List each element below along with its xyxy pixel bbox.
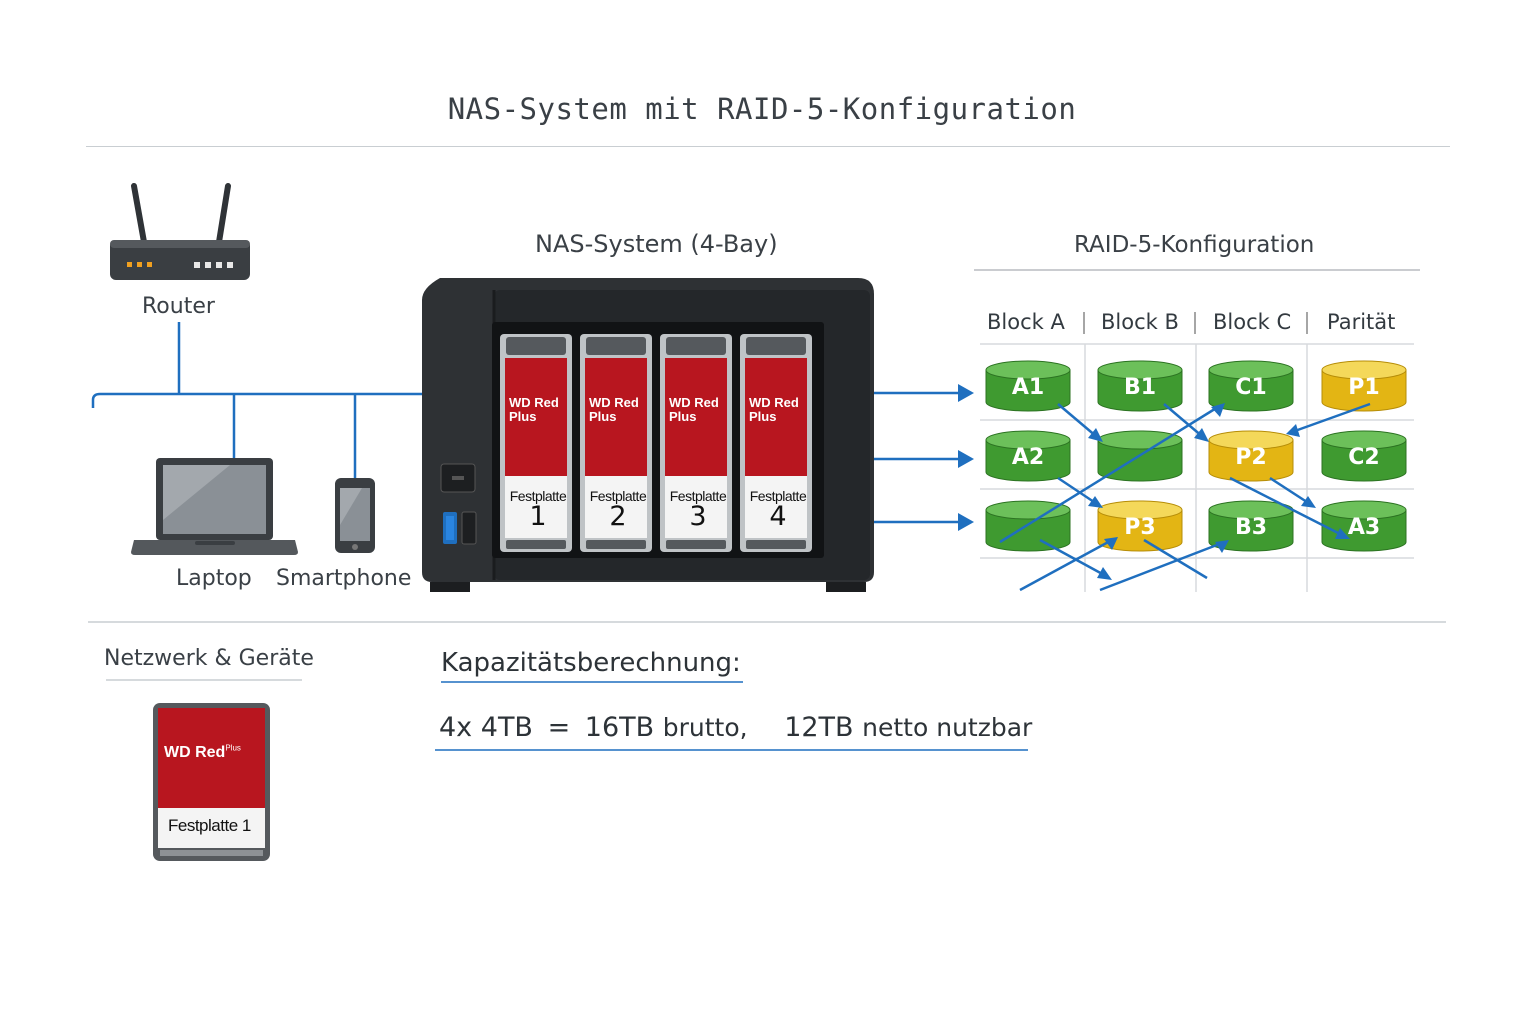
bay-2-brand: WD Red: [589, 395, 639, 410]
capacity-net-label: netto nutzbar: [862, 713, 1033, 742]
bay-2-number: 2: [609, 501, 627, 532]
raid-block-a2: A2: [985, 430, 1071, 482]
legend-drive-label: Festplatte 1: [168, 816, 251, 835]
laptop-label: Laptop: [176, 566, 252, 591]
router-label: Router: [142, 294, 215, 319]
bay-3-label: Festplatte: [669, 488, 727, 504]
raid-flow-arrows: [999, 402, 1371, 592]
raid-flow-arrowheads: [1088, 403, 1350, 580]
capacity-formula: 4x 4TB = 16TB brutto, 12TB netto nutzbar: [439, 712, 1032, 743]
bay-4: WD Red Plus Festplatte 4: [745, 395, 811, 532]
nas-title: NAS-System (4-Bay): [535, 230, 778, 258]
capacity-equals: =: [547, 712, 571, 743]
legend-drive-brand-suffix: Plus: [225, 743, 241, 753]
raid-block-label: A2: [1012, 445, 1044, 470]
legend-drive-brand: WD RedPlus: [164, 742, 241, 762]
title-divider: [86, 146, 1450, 147]
capacity-drive-size: 4TB: [480, 712, 533, 743]
raid-block-c2: C2: [1321, 430, 1407, 482]
bay-4-label: Festplatte: [749, 488, 807, 504]
bay-1-brand: WD Red: [509, 395, 559, 410]
capacity-gross-label: brutto,: [662, 713, 748, 742]
bay-4-number: 4: [769, 501, 787, 532]
raid-block-b3: B3: [1208, 500, 1294, 552]
raid-block-label: A3: [1348, 515, 1380, 540]
raid-block-b1: B1: [1097, 360, 1183, 412]
raid-block-label: C1: [1235, 375, 1266, 400]
raid-block-p1: P1: [1321, 360, 1407, 412]
bay-trays: [500, 334, 812, 552]
raid-header-separators: [1083, 312, 1308, 334]
raid-header-block-c: Block C: [1213, 310, 1292, 334]
raid-block-a3: A3: [1321, 500, 1407, 552]
page-title: NAS-System mit RAID-5-Konfiguration: [447, 92, 1077, 126]
raid-block-label: B1: [1124, 375, 1156, 400]
capacity-net-value: 12TB: [784, 712, 854, 743]
smartphone-icon: [335, 478, 375, 553]
smartphone-label: Smartphone: [276, 566, 412, 591]
raid-block-label: P3: [1124, 515, 1155, 540]
raid-block-p2: P2: [1208, 430, 1294, 482]
bay-3: WD Red Plus Festplatte 3: [665, 395, 731, 532]
bay-4-brand: WD Red: [749, 395, 799, 410]
router-icon: [110, 183, 250, 280]
raid-block-label: P2: [1235, 445, 1266, 470]
raid-block-r2c2: [1097, 430, 1183, 482]
raid-block-label: C2: [1348, 445, 1379, 470]
raid-title: RAID-5-Konfiguration: [1074, 232, 1315, 258]
bay-3-brand: WD Red: [669, 395, 719, 410]
nas-raid-arrows: [874, 384, 974, 531]
raid-block-label: B3: [1235, 515, 1267, 540]
bay-2-label: Festplatte: [589, 488, 647, 504]
bay-4-brand-sub: Plus: [749, 409, 777, 424]
raid-block-a1: A1: [985, 360, 1071, 412]
raid-header-parity: Parität: [1327, 310, 1396, 334]
legend-title: Netzwerk & Geräte: [104, 646, 314, 671]
raid-block-p3: P3: [1097, 500, 1183, 552]
bay-3-brand-sub: Plus: [669, 409, 697, 424]
capacity-gross-value: 16TB: [584, 712, 655, 743]
raid-header-block-a: Block A: [987, 310, 1065, 334]
raid-block-c1: C1: [1208, 360, 1294, 412]
legend-drive-icon: [153, 703, 270, 861]
capacity-title: Kapazitätsberechnung:: [441, 648, 741, 678]
bay-2: WD Red Plus Festplatte 2: [585, 395, 651, 532]
raid-block-label: P1: [1348, 375, 1379, 400]
capacity-count: 4x: [439, 712, 473, 743]
bay-1-number: 1: [529, 501, 547, 532]
bay-1-label: Festplatte: [509, 488, 567, 504]
raid-block-r3c1: [985, 500, 1071, 552]
bay-2-brand-sub: Plus: [589, 409, 617, 424]
raid-block-label: A1: [1012, 375, 1044, 400]
bay-1-brand-sub: Plus: [509, 409, 537, 424]
raid-grid: [974, 269, 1420, 592]
legend-drive-brand-name: WD Red: [164, 744, 226, 761]
bay-1: WD Red Plus Festplatte 1: [505, 395, 571, 532]
bay-3-number: 3: [689, 501, 707, 532]
raid-header-block-b: Block B: [1101, 310, 1179, 334]
laptop-icon: [131, 458, 298, 555]
network-lines: [91, 322, 422, 478]
